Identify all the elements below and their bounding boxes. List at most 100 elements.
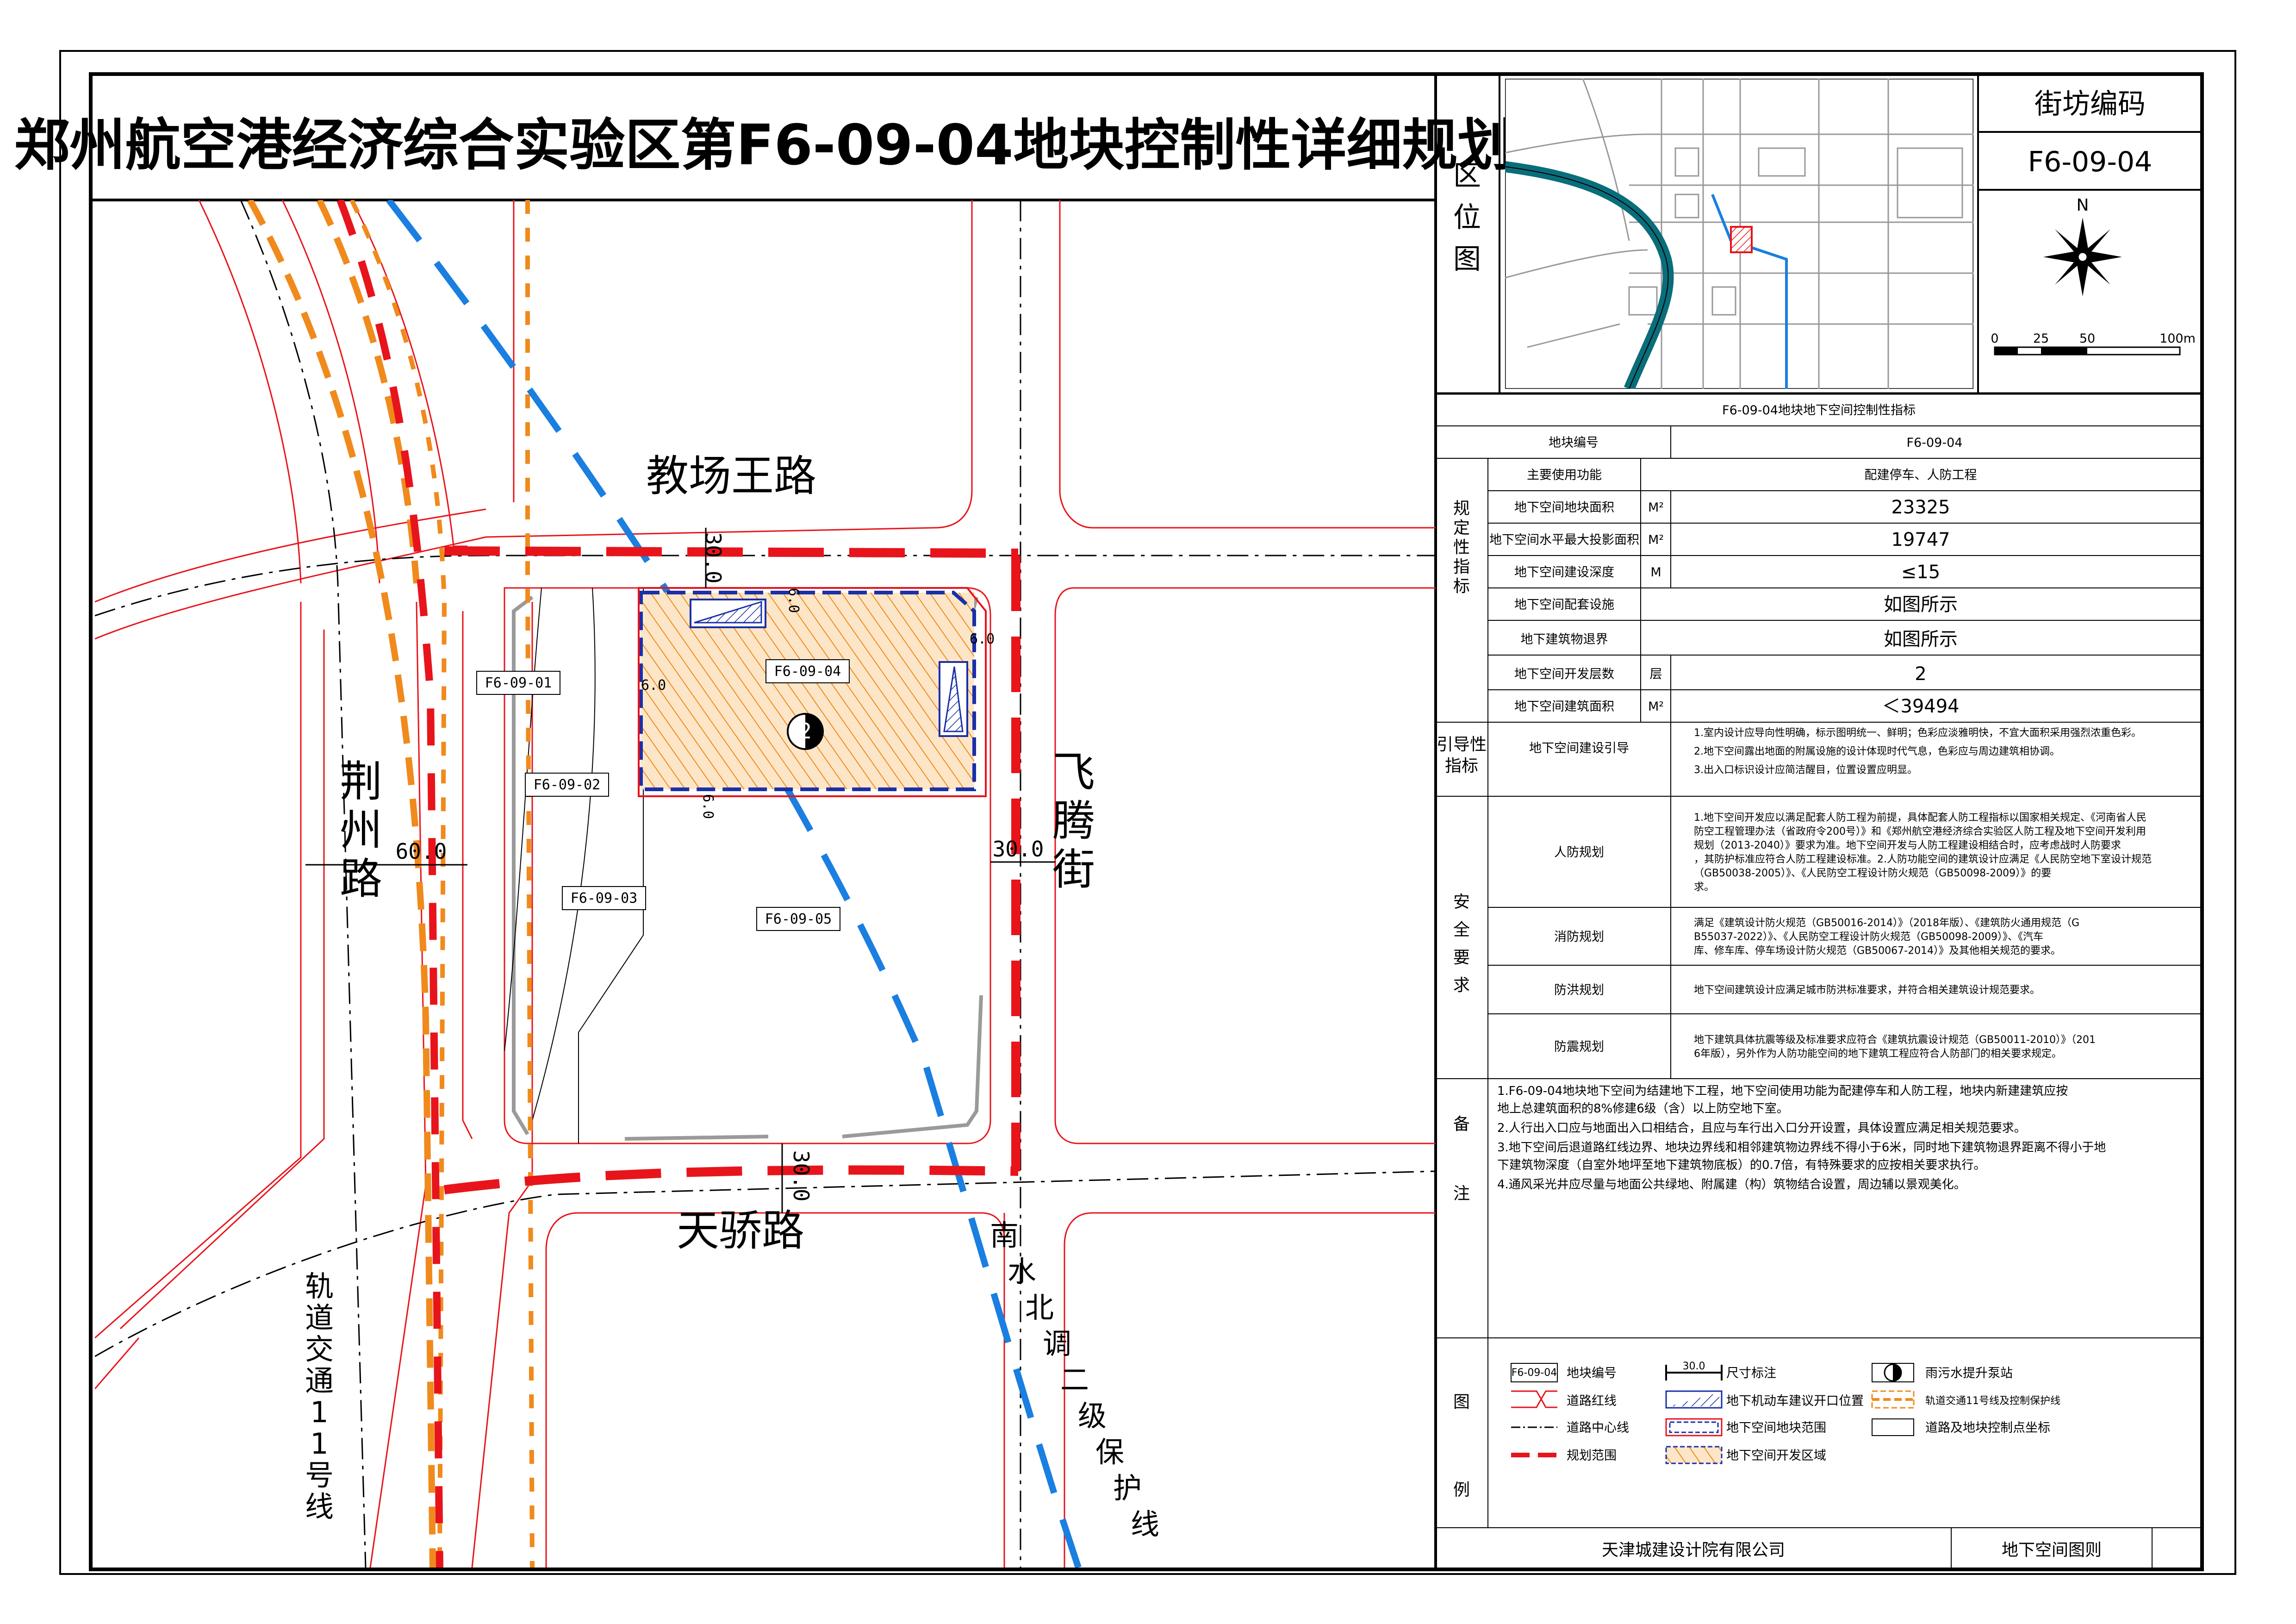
index-row-unit: M (1650, 565, 1661, 580)
index-row-value: 19747 (1891, 529, 1950, 550)
underground-boundary (639, 591, 976, 791)
safety-row-text: 求。 (1694, 881, 1714, 893)
safety-row-text: ，其防护标准应符合人防工程建设标准。2.人防功能空间的建筑设计应满足《人民防空地… (1694, 854, 2152, 865)
road-name-east-text: 飞腾街 (1052, 748, 1095, 894)
planning-range (443, 546, 1020, 1194)
remark-paragraph: 2.人行出入口应与地面出入口相结合，且应与车行出入口分开设置，具体设置应满足相关… (1497, 1121, 2026, 1135)
company-name: 天津城建设计院有限公司 (1602, 1541, 1785, 1560)
legend-label: 图例 (1453, 1393, 1470, 1499)
north-arrow-icon: N (2043, 196, 2122, 296)
legend-text: 地下空间开发区域 (1726, 1449, 1826, 1463)
index-row-label: 地下空间地块面积 (1514, 500, 1614, 515)
svg-text:N: N (2077, 196, 2089, 215)
svg-text:0: 0 (1991, 331, 1998, 346)
dimension-label: 6.0 (970, 631, 995, 647)
water-protection-line (386, 200, 1082, 1568)
index-row-label: 地下空间水平最大投影面积 (1489, 533, 1639, 547)
remark-paragraph: 1.F6-09-04地块地下空间为结建地下工程，地下空间使用功能为配建停车和人防… (1497, 1084, 2068, 1098)
safety-row-label: 人防规划 (1554, 845, 1604, 860)
dimension-label: 6.0 (785, 588, 802, 613)
dimension-label: 6.0 (700, 794, 716, 819)
safety-group-text: 安全要求 (1453, 893, 1470, 995)
development-area-icon (1665, 1446, 1723, 1464)
index-row-unit: M² (1648, 533, 1664, 547)
index-row-value: 配建停车、人防工程 (1865, 468, 1977, 482)
road-name-east: 飞腾街 (1052, 748, 1095, 894)
legend-text: 地下机动车建议开口位置 (1726, 1394, 1864, 1408)
legend-label-text: 图例 (1453, 1393, 1470, 1499)
dimension-label: 30.0 (789, 1150, 814, 1202)
guide-paragraph: 1.室内设计应导向性明确，标示图明统一、鲜明；色彩应淡雅明快，不宜大面积采用强烈… (1694, 727, 2141, 739)
road-centerlines (95, 200, 1436, 1568)
legend-text: 道路红线 (1567, 1394, 1617, 1408)
index-row-label: 地下空间开发层数 (1514, 667, 1614, 681)
legend-text: 道路中心线 (1567, 1421, 1629, 1435)
legend-text: 轨道交通11号线及控制保护线 (1925, 1395, 2060, 1407)
safety-rows: 人防规划 1.地下空间开发应以满足配套人防工程为前提，具体配套人防工程指标以国家相… (1554, 812, 2152, 1060)
safety-group-label: 安全要求 (1453, 893, 1470, 995)
planning-map: 2 F6-09-01 F6-09-02 F6-09-03 F6-09-04 F6… (95, 200, 1436, 1568)
index-row-unit: M² (1648, 700, 1664, 714)
parcel-id-value: F6-09-04 (1907, 436, 1963, 450)
road-name-west: 荆州路 (340, 757, 382, 904)
legend-text: 地下空间地块范围 (1726, 1421, 1826, 1435)
index-row-value: 如图所示 (1884, 629, 1958, 650)
sheet-title: 郑州航空港经济综合实验区第F6-09-04地块控制性详细规划 (14, 113, 1513, 178)
road-red-lines (95, 200, 1436, 1568)
road-name-north: 教场王路 (646, 451, 816, 501)
remark-paragraph: 下建筑物深度（自室外地坪至地下建筑物底板）的0.7倍，有特殊要求的应按相关要求执… (1497, 1158, 1985, 1172)
road-name-west-text: 荆州路 (340, 757, 382, 904)
index-row-value: 如图所示 (1884, 594, 1958, 615)
inner-frame (89, 72, 2204, 1571)
safety-row-text: 库、修车库、停车场设计防火规范（GB50067-2014）》及其他相关规范的要求… (1694, 945, 2061, 957)
safety-row-label: 消防规划 (1554, 930, 1604, 944)
index-row-unit: M² (1648, 500, 1664, 515)
dimension-label: 60.0 (396, 839, 447, 864)
regulatory-group-label: 规定性指标 (1453, 499, 1470, 596)
scale-bar: 0 25 50 100m (1991, 331, 2196, 356)
guide-paragraph: 3.出入口标识设计应简洁醒目，位置设置应明显。 (1694, 764, 1917, 776)
regulatory-group-text: 规定性指标 (1453, 499, 1470, 596)
water-line-label-text: 南水北调二级保护线 (990, 1218, 1159, 1541)
dimension-label: 6.0 (641, 677, 666, 693)
vehicle-opening-icon (690, 599, 968, 737)
vehicle-opening-icon (1665, 1390, 1723, 1409)
safety-row-text: 规划（2013-2040）》要求为准。地下空间开发与人防工程建设相结合时，应考虑… (1694, 840, 2121, 851)
remark-paragraph: 3.地下空间后退道路红线边界、地块边界线和相邻建筑物边界线不得小于6米，同时地下… (1497, 1141, 2106, 1155)
safety-row-text: 地下建筑具体抗震等级及标准要求应符合《建筑抗震设计规范（GB50011-2010… (1694, 1034, 2096, 1046)
remarks-text: 1.F6-09-04地块地下空间为结建地下工程，地下空间使用功能为配建停车和人防… (1497, 1084, 2106, 1192)
remarks-label-text: 备注 (1453, 1115, 1470, 1203)
legend-text: 道路及地块控制点坐标 (1925, 1421, 2050, 1435)
safety-row-text: 防空工程管理办法（省政府令200号）》和《郑州航空港经济综合实验区人防工程及地下… (1694, 826, 2146, 837)
dimension-label: 30.0 (701, 532, 726, 584)
index-row-unit: 层 (1650, 667, 1662, 681)
control-index-table (1436, 425, 2202, 1569)
safety-row-text: 地下空间建筑设计应满足城市防洪标准要求，并符合相关建筑设计规范要求。 (1694, 985, 2040, 996)
safety-row-text: 1.地下空间开发应以满足配套人防工程为前提，具体配套人防工程指标以国家相关规定、… (1694, 812, 2147, 824)
plot-label: F6-09-03 (571, 890, 638, 906)
index-row-label: 主要使用功能 (1527, 468, 1602, 482)
block-code: F6-09-04 (2028, 146, 2153, 178)
guide-group-text: 引导性指标 (1437, 735, 1487, 775)
underground-boundary-icon (1665, 1418, 1723, 1437)
parcel-id-label: 地块编号 (1549, 436, 1599, 450)
safety-row-text: 6年版），另外作为人防功能空间的地下建筑工程应符合人防部门的相关要求规定。 (1694, 1048, 2062, 1060)
safety-row-label: 防洪规划 (1554, 983, 1604, 998)
rail-line-icon (1871, 1390, 1915, 1409)
road-name-south: 天骄路 (677, 1206, 804, 1255)
guide-group-label: 引导性指标 (1437, 735, 1487, 775)
dimension-icon: 30.0 (1665, 1361, 1723, 1380)
index-row-value: ＜39494 (1882, 696, 1959, 717)
drawing-name: 地下空间图则 (2002, 1541, 2102, 1560)
remark-paragraph: 4.通风采光井应尽量与地面公共绿地、附属建（构）筑物结合设置，周边辅以景观美化。 (1497, 1178, 1966, 1192)
guide-row-label: 地下空间建设引导 (1529, 741, 1629, 756)
legend-text: 雨污水提升泵站 (1925, 1366, 2013, 1380)
guide-text: 1.室内设计应导向性明确，标示图明统一、鲜明；色彩应淡雅明快，不宜大面积采用强烈… (1694, 727, 2141, 776)
plot-label: F6-09-04 (774, 663, 841, 680)
rail-centerline (336, 200, 443, 1568)
legend-text: 地块编号 (1567, 1366, 1617, 1380)
pump-station-icon: 2 (787, 713, 824, 750)
water-line-label: 南水北调二级保护线 (990, 1218, 1159, 1541)
